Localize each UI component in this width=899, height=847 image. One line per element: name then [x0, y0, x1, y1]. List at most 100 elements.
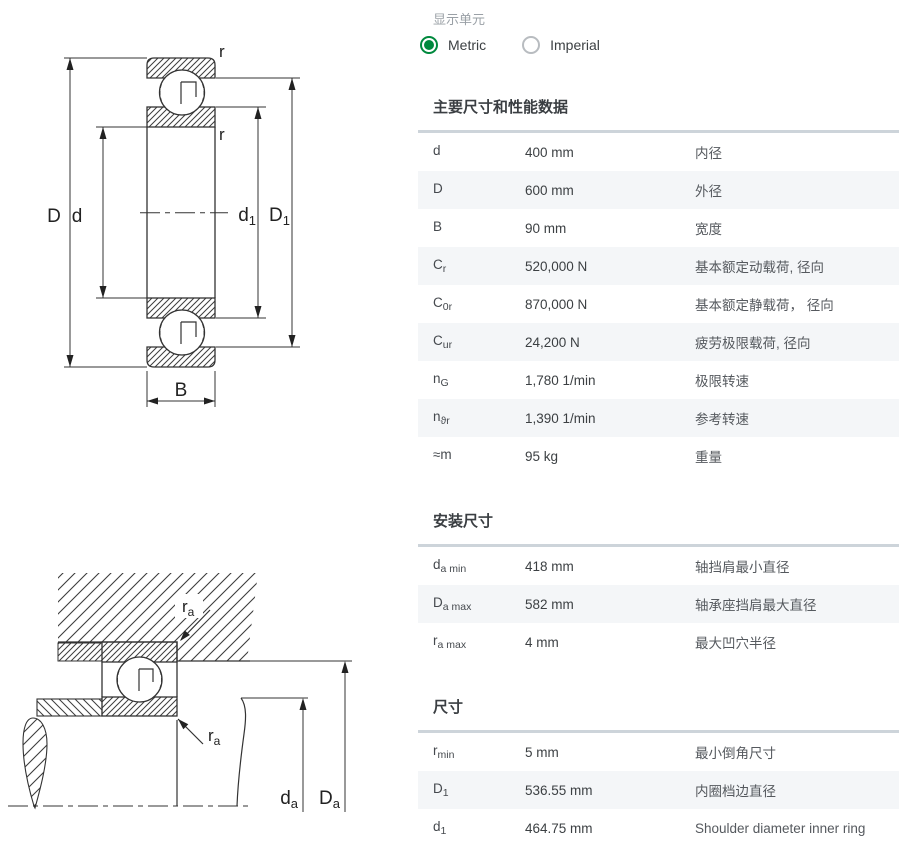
spec-symbol: d1: [433, 819, 447, 837]
section-title: 主要尺寸和性能数据: [433, 99, 569, 116]
spec-value: 600 mm: [525, 182, 574, 198]
spec-row: C0r 870,000 N 基本额定静载荷， 径向: [418, 285, 899, 323]
radio-imperial[interactable]: Imperial: [522, 36, 600, 54]
radio-selected-icon[interactable]: [420, 36, 438, 54]
spec-symbol: Cr: [433, 257, 447, 275]
units-label: 显示单元: [433, 12, 486, 27]
label-D1: D1: [269, 205, 290, 228]
spec-description: 最小倒角尺寸: [695, 746, 776, 761]
spec-value: 418 mm: [525, 558, 574, 574]
label-r-top: r: [219, 42, 225, 61]
spec-value: 536.55 mm: [525, 782, 593, 798]
spec-panel: 显示单元 Metric Imperial 主要尺寸和性能数据 d 400 mm 内径…: [418, 0, 899, 847]
units-radio-group: Metric Imperial: [420, 36, 636, 54]
spec-description: 外径: [695, 184, 722, 199]
spec-row: d 400 mm 内径: [418, 133, 899, 171]
spec-value: 5 mm: [525, 744, 559, 760]
spec-symbol: D: [433, 181, 443, 196]
radio-metric[interactable]: Metric: [420, 36, 486, 54]
spec-description: 轴承座挡肩最大直径: [695, 598, 817, 613]
spec-value: 95 kg: [525, 448, 559, 464]
callout-ra-bottom: ra: [177, 718, 221, 748]
spec-symbol: nG: [433, 371, 449, 389]
spec-row: nϑr 1,390 1/min 参考转速: [418, 399, 899, 437]
spec-row: D 600 mm 外径: [418, 171, 899, 209]
ball-bottom: [158, 309, 206, 356]
section-divider: [418, 544, 899, 547]
label-d1: d1: [238, 205, 256, 228]
spec-description: 轴挡肩最小直径: [695, 560, 790, 575]
spec-description: 内圈档边直径: [695, 784, 776, 799]
ball-top: [158, 69, 206, 116]
bearing-section-drawing: D d d1: [47, 42, 300, 407]
spec-value: 400 mm: [525, 144, 574, 160]
section-divider: [418, 730, 899, 733]
spec-row: Cr 520,000 N 基本额定动载荷, 径向: [418, 247, 899, 285]
section-dimensions: 尺寸 rmin 5 mm 最小倒角尺寸 D1 536.55 mm 内圈档边直径 d1 464.…: [418, 686, 899, 847]
spec-row: nG 1,780 1/min 极限转速: [418, 361, 899, 399]
spec-symbol: nϑr: [433, 409, 450, 427]
radio-unselected-icon[interactable]: [522, 36, 541, 54]
spec-description: 宽度: [695, 222, 722, 237]
label-ra-top: ra: [182, 597, 195, 619]
spec-symbol: Cur: [433, 333, 453, 351]
spec-symbol: ≈m: [433, 447, 452, 462]
spec-row: D1 536.55 mm 内圈档边直径: [418, 771, 899, 809]
spec-description: 内径: [695, 146, 722, 161]
spec-description: 基本额定动载荷, 径向: [695, 260, 825, 275]
label-d: d: [72, 206, 83, 227]
spec-row: ≈m 95 kg 重量: [418, 437, 899, 475]
callout-ra-top: ra: [175, 594, 211, 641]
spec-description: 基本额定静载荷， 径向: [695, 298, 834, 313]
spec-description: 疲劳极限载荷, 径向: [695, 336, 811, 351]
spec-symbol: ra max: [433, 633, 467, 651]
dim-d1: d1: [216, 106, 266, 319]
dim-D1: D1: [216, 77, 300, 348]
section-mounting-dimensions: 安装尺寸 da min 418 mm 轴挡肩最小直径 Da max 582 mm 轴承座挡…: [418, 500, 899, 661]
spec-symbol: C0r: [433, 295, 453, 313]
spec-value: 870,000 N: [525, 296, 588, 312]
spec-row: rmin 5 mm 最小倒角尺寸: [418, 733, 899, 771]
spec-row: da min 418 mm 轴挡肩最小直径: [418, 547, 899, 585]
spec-value: 582 mm: [525, 596, 574, 612]
section-title: 尺寸: [433, 699, 464, 716]
spec-value: 1,780 1/min: [525, 372, 596, 388]
spec-symbol: Da max: [433, 595, 472, 613]
spec-symbol: rmin: [433, 743, 455, 761]
spec-row: Cur 24,200 N 疲劳极限载荷, 径向: [418, 323, 899, 361]
spec-description: Shoulder diameter inner ring: [695, 820, 866, 836]
spec-row: B 90 mm 宽度: [418, 209, 899, 247]
dim-da: da: [280, 698, 307, 812]
radio-imperial-label: Imperial: [550, 37, 600, 53]
spec-row: Da max 582 mm 轴承座挡肩最大直径: [418, 585, 899, 623]
spec-value: 4 mm: [525, 634, 559, 650]
label-ra-bottom: ra: [208, 726, 221, 748]
dim-B: B: [146, 371, 216, 407]
spec-value: 520,000 N: [525, 258, 588, 274]
section-divider: [418, 130, 899, 133]
bearing-drawings: D d d1: [8, 42, 352, 812]
spec-row: d1 464.75 mm Shoulder diameter inner ring: [418, 809, 899, 847]
spec-symbol: D1: [433, 781, 449, 799]
spec-symbol: d: [433, 143, 441, 158]
spec-value: 1,390 1/min: [525, 410, 596, 426]
section-title: 安装尺寸: [433, 513, 494, 530]
dim-Da: Da: [319, 661, 349, 812]
dim-D: D: [47, 57, 147, 368]
dim-d: d: [72, 126, 147, 299]
spec-description: 重量: [695, 450, 722, 465]
label-Da: Da: [319, 788, 341, 811]
label-da: da: [280, 788, 299, 811]
spec-value: 90 mm: [525, 220, 567, 236]
spec-description: 极限转速: [695, 374, 749, 389]
spec-description: 参考转速: [695, 412, 749, 427]
label-r-side: r: [219, 125, 225, 144]
mounting-drawing: da Da ra ra: [8, 573, 352, 812]
spec-value: 24,200 N: [525, 334, 580, 350]
section-main-dimensions: 主要尺寸和性能数据 d 400 mm 内径 D 600 mm 外径 B 90 mm 宽度 Cr 52…: [418, 86, 899, 475]
spec-value: 464.75 mm: [525, 820, 593, 836]
spec-symbol: da min: [433, 557, 467, 575]
spec-symbol: B: [433, 219, 443, 234]
